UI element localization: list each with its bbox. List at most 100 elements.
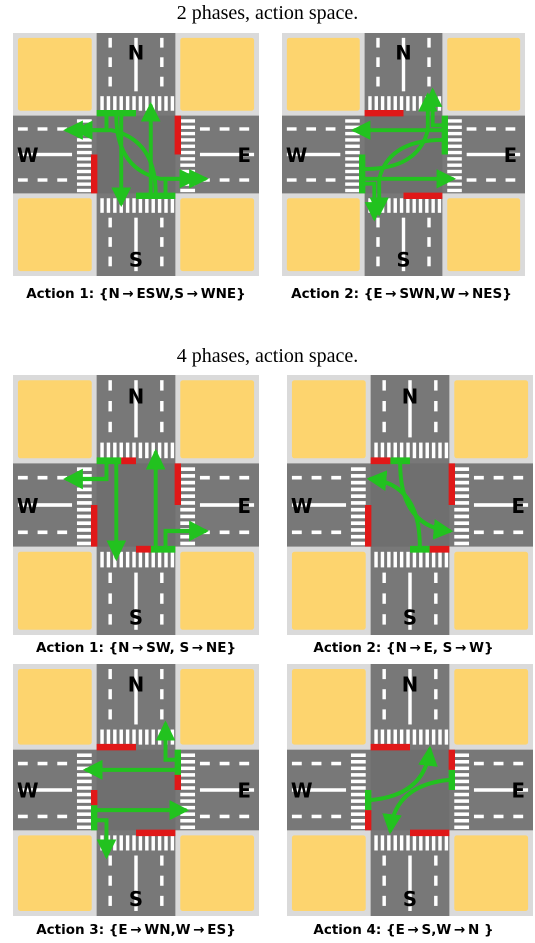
crosswalk-stripe-east xyxy=(180,494,196,498)
lane-dash xyxy=(160,380,164,391)
compass-label-north: N xyxy=(128,384,144,409)
crosswalk-stripe-south xyxy=(393,551,397,568)
lane-dash xyxy=(473,530,484,535)
crosswalk-stripe-north xyxy=(419,442,423,459)
lane-dash xyxy=(239,475,250,480)
crosswalk-stripe-east xyxy=(180,792,196,797)
crosswalk-stripe-east xyxy=(454,521,470,526)
lane-dash xyxy=(199,814,210,819)
crosswalk-stripe-north xyxy=(393,442,397,459)
crosswalk-stripe-east xyxy=(180,760,196,764)
crosswalk-stripe-north xyxy=(132,729,136,745)
crosswalk-stripe-east xyxy=(180,514,196,519)
crosswalk-stripe-north xyxy=(399,442,404,459)
lane-line-center xyxy=(408,855,412,911)
crosswalk-stripe-east xyxy=(454,786,470,790)
crosswalk-stripe-west xyxy=(76,773,92,777)
lane-dash xyxy=(427,256,431,267)
lane-line-center xyxy=(473,788,529,792)
crosswalk-stripe-east xyxy=(447,163,462,167)
crosswalk-stripe-east xyxy=(454,474,470,478)
crosswalk-stripe-south xyxy=(125,551,130,568)
crosswalk-stripe-south xyxy=(438,835,442,851)
lane-dash xyxy=(291,475,302,480)
arrow-n-to-w xyxy=(63,461,109,490)
lane-dash xyxy=(513,475,524,480)
lane-dash xyxy=(382,709,386,720)
crosswalk-stripe-north xyxy=(145,96,149,111)
crosswalk-stripe-south xyxy=(145,551,149,568)
crosswalk-stripe-south xyxy=(431,198,435,213)
caption-4p-action-3: Action 3: {E → WN,W → ES} xyxy=(36,922,236,938)
crosswalk-stripe-west xyxy=(350,792,366,797)
crosswalk-stripe-east xyxy=(447,182,462,186)
lane-dash xyxy=(382,614,386,625)
crosswalk-stripe-west xyxy=(76,528,92,532)
crosswalk-stripe-south xyxy=(418,198,423,213)
crosswalk-stripe-east xyxy=(180,182,196,186)
building-block-nw xyxy=(291,669,366,745)
crosswalk-stripe-south xyxy=(399,835,404,851)
crosswalk-stripe-north xyxy=(138,442,143,459)
lane-dash xyxy=(239,178,250,182)
lane-line-center xyxy=(134,380,138,438)
crosswalk-stripe-south xyxy=(387,551,391,568)
crosswalk-stripe-north xyxy=(113,96,117,111)
lane-line-center xyxy=(466,152,521,157)
crosswalk-stripe-west xyxy=(76,474,92,478)
lane-dash xyxy=(108,855,112,866)
compass-label-west: W xyxy=(291,779,313,802)
crosswalk-stripe-south xyxy=(425,551,429,568)
crosswalk-stripe-east xyxy=(454,480,470,485)
crosswalk-stripe-east xyxy=(180,157,196,161)
crosswalk-stripe-north xyxy=(100,96,104,111)
lane-line-center xyxy=(401,37,406,92)
crosswalk-stripe-east xyxy=(180,521,196,526)
caption-4p-action-1: Action 1: {N → SW, S → NE} xyxy=(35,640,237,656)
crosswalk-stripe-west xyxy=(350,521,366,526)
crosswalk-stripe-west xyxy=(76,138,92,142)
crosswalk-stripe-west xyxy=(76,144,92,148)
crosswalk-stripe-south xyxy=(437,198,442,213)
crosswalk-stripe-north xyxy=(138,96,143,111)
crosswalk-stripe-east xyxy=(454,799,470,803)
lane-dash xyxy=(513,761,524,766)
arrow-e-to-n xyxy=(155,720,178,762)
lane-dash xyxy=(199,127,210,131)
crosswalk-stripe-north xyxy=(125,442,130,459)
crosswalk-stripe-east xyxy=(454,501,470,505)
lane-dash xyxy=(331,475,342,480)
lane-dash xyxy=(493,475,504,480)
crosswalk-stripe-north xyxy=(387,96,391,111)
building-block-se xyxy=(180,551,255,630)
crosswalk-stripe-east xyxy=(180,487,196,492)
crosswalk-stripe-south xyxy=(145,835,149,851)
crosswalk-stripe-north xyxy=(170,442,175,459)
crosswalk-stripe-south xyxy=(151,198,155,213)
lane-line-center xyxy=(134,572,138,630)
crosswalk-stripe-north xyxy=(164,96,168,111)
crosswalk-stripe-east xyxy=(454,760,470,764)
crosswalk-stripe-north xyxy=(119,442,123,459)
crosswalk-stripe-north xyxy=(119,729,123,745)
compass-label-west: W xyxy=(286,144,307,167)
compass-label-east: E xyxy=(512,493,525,518)
crosswalk-stripe-north xyxy=(374,729,378,745)
crosswalk-stripe-south xyxy=(170,835,175,851)
compass-label-east: E xyxy=(238,144,251,167)
lane-line-center xyxy=(408,380,412,438)
crosswalk-stripe-west xyxy=(350,766,366,771)
crosswalk-stripe-north xyxy=(106,442,111,459)
crosswalk-stripe-west xyxy=(76,753,92,757)
building-block-sw xyxy=(17,835,92,911)
lane-dash xyxy=(434,689,438,700)
building-block-nw xyxy=(286,37,360,111)
crosswalk-stripe-east xyxy=(180,773,196,777)
lane-dash xyxy=(17,127,28,131)
crosswalk-stripe-south xyxy=(406,835,410,851)
lane-dash xyxy=(37,814,48,819)
intersection-box xyxy=(96,749,176,831)
crosswalk-stripe-south xyxy=(138,835,143,851)
lane-dash xyxy=(160,875,164,886)
crosswalk-stripe-north xyxy=(170,729,175,745)
